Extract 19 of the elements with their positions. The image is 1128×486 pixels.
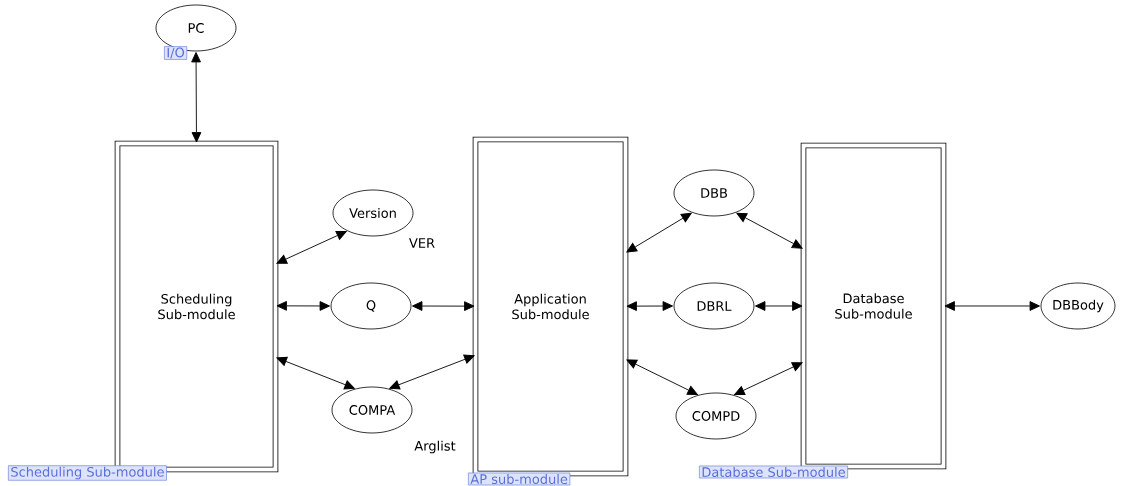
arrow [276,356,355,390]
arrow [736,212,803,249]
arrow [626,301,673,311]
arrow [412,301,475,311]
arrow [755,301,803,311]
arrow [734,362,803,395]
arrow [191,52,202,143]
place-label: VER [409,238,435,248]
module-tag: I/O [164,46,188,60]
arrow [626,212,692,253]
arrow [626,359,698,395]
arrow [389,354,475,390]
place-label: Arglist [414,440,456,454]
arrow [944,301,1040,311]
module-tag: AP sub-module [468,472,571,486]
module-tag: Scheduling Sub-module [8,465,167,481]
arrow [276,230,347,264]
arrow [276,301,330,311]
module-tag: Database Sub-module [699,465,848,479]
